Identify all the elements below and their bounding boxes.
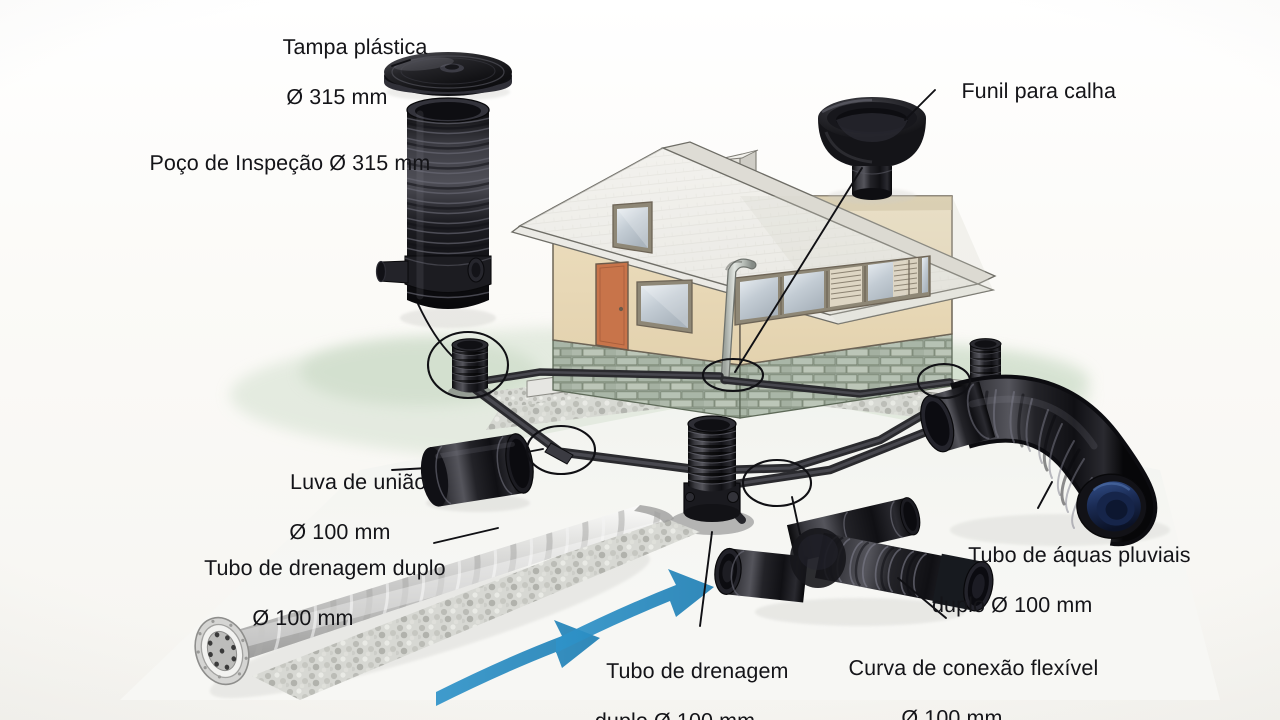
label-drainage-pipe-left: Tubo de drenagem duplo Ø 100 mm <box>168 531 446 681</box>
callout-circle-chamber-right <box>916 362 972 400</box>
label-union-sleeve: Luva de união Ø 100 mm <box>245 445 435 595</box>
flow-arrows <box>436 569 714 706</box>
label-drainage-pipe-left-line1: Tubo de drenagem duplo <box>204 555 446 580</box>
label-stormwater-pipe: Tubo de áquas pluviais duplo Ø 100 mm <box>932 518 1192 668</box>
leader-funnel-label <box>904 89 936 121</box>
label-union-sleeve-line1: Luva de união <box>290 469 427 494</box>
front-door <box>595 261 629 351</box>
roof-eave <box>510 225 996 325</box>
window-gable-upper <box>612 201 653 254</box>
label-drainage-pipe-left-line2: Ø 100 mm <box>252 605 354 630</box>
drain-pipe-end-cap <box>194 616 250 686</box>
label-drainage-pipe-mid: Tubo de drenagem duplo Ø 100 mm <box>570 634 789 720</box>
callout-circle-house-drain <box>701 357 765 393</box>
window-band-right <box>734 255 931 326</box>
drainage-pipe-part <box>194 505 700 700</box>
plastic-cover-part <box>384 52 512 101</box>
callout-circles <box>426 330 972 508</box>
installed-inspection-well-center <box>670 415 754 535</box>
gutter-funnel-part <box>818 97 926 204</box>
label-plastic-cover: Tampa plástica Ø 315 mm <box>222 10 452 160</box>
leader-stormwater <box>1037 481 1053 509</box>
downspout <box>720 258 757 385</box>
roof-rear <box>660 141 997 285</box>
label-flex-elbow-line1: Curva de conexão flexível <box>848 655 1099 680</box>
leader-drain-pipe-left <box>433 527 499 544</box>
window-gable-lower <box>636 279 693 334</box>
leader-union-sleeve-label <box>391 467 429 471</box>
callout-circle-coupling <box>525 424 597 476</box>
stormwater-pipe-part <box>920 374 1170 547</box>
leader-plastic-cover <box>391 59 411 67</box>
label-inspection-well: Poço de Inspeção Ø 315 mm <box>113 126 443 201</box>
callout-circle-tee <box>741 458 813 508</box>
inspection-well-part <box>375 97 496 328</box>
label-plastic-cover-line1: Tampa plástica <box>282 34 428 59</box>
label-stormwater-pipe-line2: duplo Ø 100 mm <box>932 592 1093 617</box>
leader-tee-callout <box>791 496 801 535</box>
flow-arrow-2 <box>556 569 714 653</box>
flex-connection-tee-part <box>714 497 994 626</box>
installed-chamber-left <box>448 338 492 399</box>
leader-flex-elbow <box>897 577 947 619</box>
label-gutter-funnel: Funil para calha <box>925 54 1165 129</box>
inline-coupling <box>544 442 574 465</box>
label-flex-elbow-line2: Ø 100 mm <box>901 705 1003 720</box>
callout-circle-well-left <box>426 330 510 400</box>
label-flex-elbow: Curva de conexão flexível Ø 100 mm <box>812 631 1098 720</box>
leader-sleeve-to-coupling <box>526 448 544 453</box>
label-plastic-cover-line2: Ø 315 mm <box>286 84 388 109</box>
label-union-sleeve-line2: Ø 100 mm <box>289 519 391 544</box>
label-inspection-well-line1: Poço de Inspeção Ø 315 mm <box>149 150 431 175</box>
leader-drain-pipe-mid <box>699 531 713 627</box>
label-stormwater-pipe-line1: Tubo de áquas pluviais <box>968 542 1191 567</box>
label-drainage-pipe-mid-line2: duplo Ø 100 mm <box>570 709 780 720</box>
leader-funnel-to-house <box>734 167 863 373</box>
label-gutter-funnel-line1: Funil para calha <box>961 78 1117 103</box>
gravel-bed <box>252 516 700 700</box>
leader-well-to-chamber <box>417 303 453 357</box>
label-drainage-pipe-mid-line1: Tubo de drenagem <box>606 658 789 683</box>
